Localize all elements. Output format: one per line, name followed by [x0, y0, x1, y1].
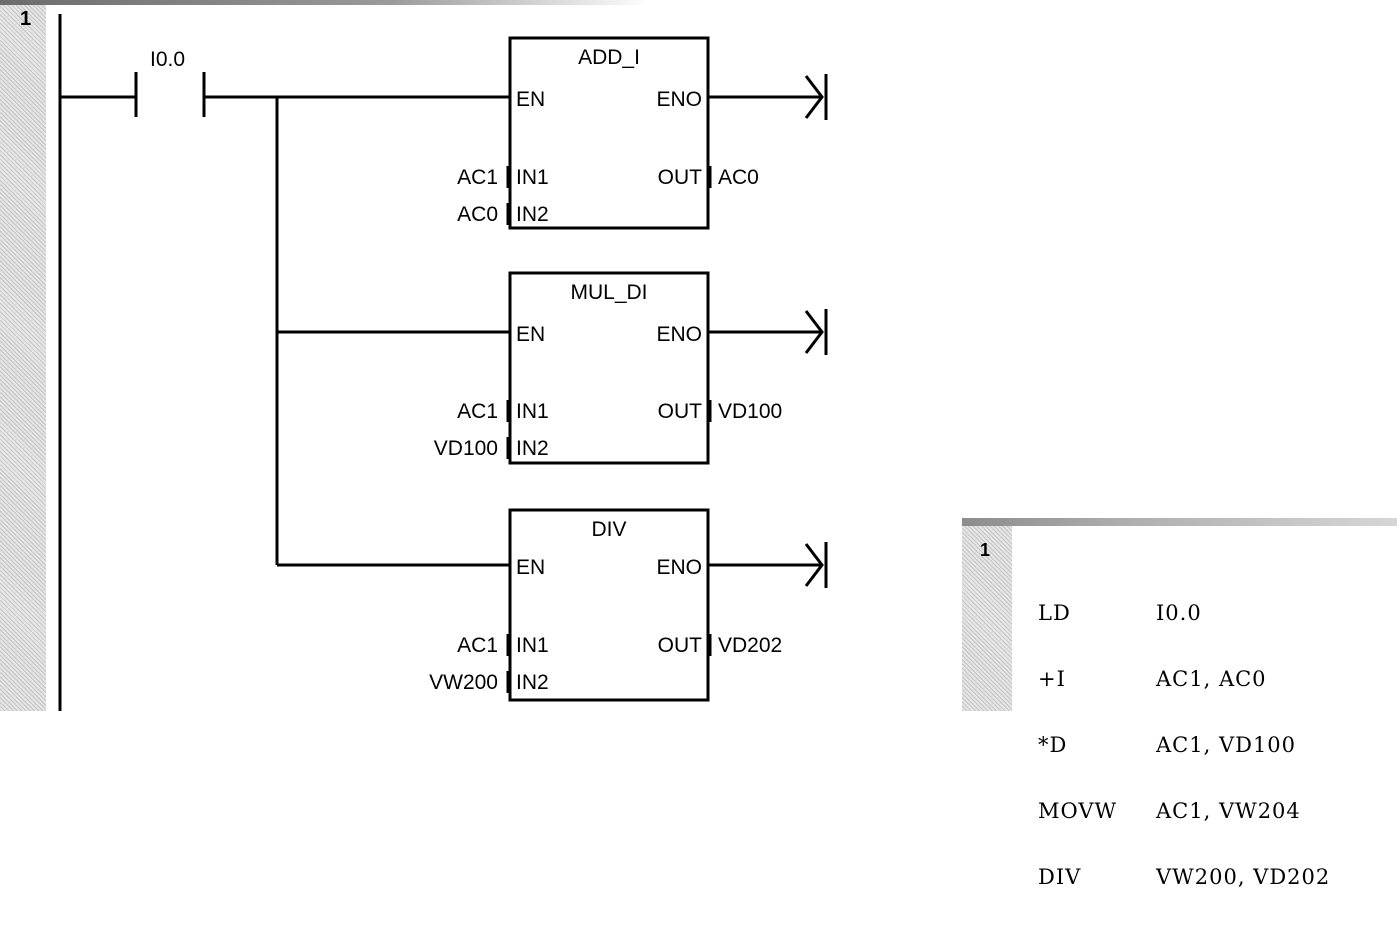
- ladder-diagram: I0.0 ADD_I EN ENO IN1 OUT IN2 AC1 AC0 AC…: [58, 14, 828, 711]
- stl-opcode: +I: [1038, 667, 1066, 691]
- box-title: ADD_I: [578, 46, 640, 69]
- box-eno-pin: ENO: [656, 323, 702, 346]
- box-in1-pin: IN1: [516, 166, 549, 189]
- box-eno-pin: ENO: [656, 556, 702, 579]
- stl-operands: I0.0: [1156, 601, 1202, 625]
- div-box[interactable]: DIV EN ENO IN1 OUT IN2 AC1 VW200 VD202: [429, 508, 782, 702]
- stl-network-number: 1: [980, 540, 991, 560]
- stl-code[interactable]: LD I0.0 +I AC1, AC0 *D AC1, VD100 MOVW A…: [1038, 558, 1330, 932]
- box-in2-operand: VW200: [429, 671, 498, 694]
- ladder-network-header-bar: [0, 0, 650, 5]
- stl-operands: AC1, AC0: [1156, 667, 1267, 691]
- box-en-pin: EN: [516, 323, 545, 346]
- box-in2-pin: IN2: [516, 203, 549, 226]
- box-in2-pin: IN2: [516, 437, 549, 460]
- stl-operands: AC1, VW204: [1156, 799, 1301, 823]
- stl-opcode: *D: [1038, 733, 1068, 757]
- box-out-operand: AC0: [718, 166, 759, 189]
- stl-opcode: DIV: [1038, 865, 1082, 889]
- contact-address: I0.0: [150, 48, 185, 71]
- stl-editor[interactable]: 1 LD I0.0 +I AC1, AC0 *D AC1, VD100 MOVW…: [962, 518, 1397, 888]
- eno-output-arrow: [708, 542, 828, 588]
- box-in2-pin: IN2: [516, 671, 549, 694]
- stl-line[interactable]: +I AC1, AC0: [1038, 668, 1330, 690]
- box-in1-operand: AC1: [457, 400, 498, 423]
- add-i-box[interactable]: ADD_I EN ENO IN1 OUT IN2 AC1 AC0 AC0: [457, 36, 759, 230]
- ladder-network-gutter[interactable]: [0, 0, 46, 711]
- box-out-operand: VD100: [718, 400, 782, 423]
- box-en-pin: EN: [516, 88, 545, 111]
- box-out-pin: OUT: [658, 166, 703, 189]
- box-out-pin: OUT: [658, 400, 703, 423]
- box-in1-operand: AC1: [457, 634, 498, 657]
- box-in1-pin: IN1: [516, 400, 549, 423]
- box-eno-pin: ENO: [656, 88, 702, 111]
- box-in1-operand: AC1: [457, 166, 498, 189]
- eno-output-arrow: [708, 309, 828, 355]
- stl-network-header-bar: [962, 518, 1397, 526]
- stl-operands: VW200, VD202: [1156, 865, 1331, 889]
- box-en-pin: EN: [516, 556, 545, 579]
- stl-line[interactable]: DIV VW200, VD202: [1038, 866, 1330, 888]
- box-in1-pin: IN1: [516, 634, 549, 657]
- stl-opcode: LD: [1038, 601, 1071, 625]
- stl-line[interactable]: LD I0.0: [1038, 602, 1330, 624]
- mul-di-box[interactable]: MUL_DI EN ENO IN1 OUT IN2 AC1 VD100 VD10…: [434, 271, 782, 465]
- box-out-operand: VD202: [718, 634, 782, 657]
- contact-i0-0[interactable]: I0.0: [60, 48, 206, 117]
- box-in2-operand: VD100: [434, 437, 498, 460]
- eno-output-arrow: [708, 74, 828, 120]
- stl-operands: AC1, VD100: [1156, 733, 1297, 757]
- stl-line[interactable]: MOVW AC1, VW204: [1038, 800, 1330, 822]
- stl-line[interactable]: *D AC1, VD100: [1038, 734, 1330, 756]
- box-in2-operand: AC0: [457, 203, 498, 226]
- box-out-pin: OUT: [658, 634, 703, 657]
- ladder-network-number: 1: [20, 8, 32, 30]
- stl-network-gutter[interactable]: [962, 526, 1012, 711]
- box-title: MUL_DI: [570, 281, 647, 304]
- box-title: DIV: [591, 518, 626, 541]
- stl-opcode: MOVW: [1038, 799, 1118, 823]
